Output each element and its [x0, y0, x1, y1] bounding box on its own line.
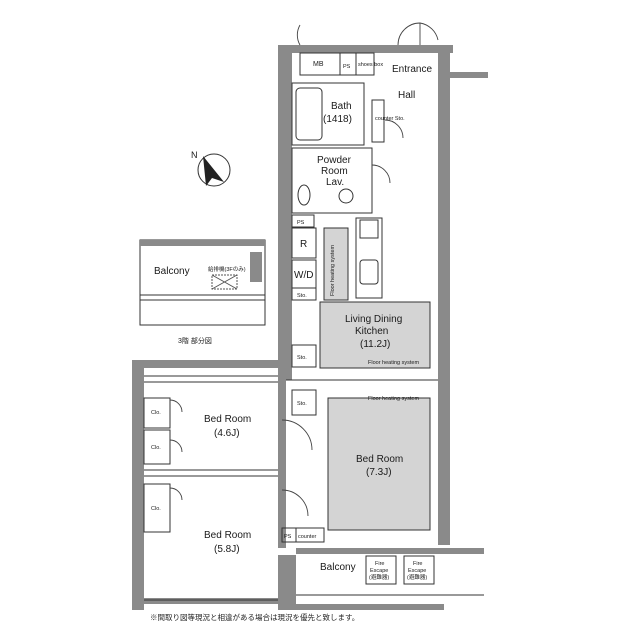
- compass-n: N: [191, 150, 198, 160]
- bed-floor-heating: [327, 397, 431, 531]
- fridge-label: R: [300, 239, 307, 250]
- bed-58-label-2: (5.8J): [214, 544, 240, 555]
- hall-label: Hall: [398, 90, 415, 101]
- powder-room-label-1: Powder: [317, 155, 352, 166]
- ps-bottom-label: PS: [284, 534, 292, 540]
- bed-46-label-2: (4.6J): [214, 428, 240, 439]
- balcony-main-label: Balcony: [320, 562, 356, 573]
- clo-label-2: Clo.: [151, 445, 161, 451]
- floor-heating-ldk-label: Floor heating system: [368, 360, 419, 366]
- room-lines: [143, 52, 484, 601]
- ldk-label-3: (11.2J): [360, 339, 390, 350]
- hall-floor-heating: [323, 227, 349, 301]
- inset-caption: 3階 部分図: [178, 336, 212, 345]
- walls: [132, 45, 488, 610]
- fire-escape-2-label-b: Escape: [408, 568, 426, 574]
- floor-heating-bed-label: Floor heating system: [368, 396, 419, 402]
- sto-left-label-1: Sto.: [297, 355, 307, 361]
- fire-escape-1-label-c: (避難器): [369, 573, 389, 581]
- clo-label-3: Clo.: [151, 506, 161, 512]
- bath-size-label: (1418): [323, 114, 352, 125]
- inset-3f-partial: [139, 239, 266, 326]
- bed-58-label-1: Bed Room: [204, 530, 251, 541]
- counter-sto-label: counter Sto.: [375, 116, 405, 122]
- entrance-label: Entrance: [392, 64, 432, 75]
- bed-main-label-1: Bed Room: [356, 454, 403, 465]
- inset-note-label: 給排機(3Fのみ): [208, 265, 246, 273]
- fire-escape-2-label-c: (避難器): [407, 573, 427, 581]
- counter-bottom-label: counter: [298, 534, 317, 540]
- powder-room-label-3: Lav.: [326, 177, 344, 188]
- ps-mid-label: PS: [297, 220, 305, 226]
- footer-note: ※間取り図等現況と相違がある場合は現況を優先と致します。: [150, 613, 360, 622]
- mb-label: MB: [313, 61, 324, 68]
- fire-escape-1-label-b: Escape: [370, 568, 388, 574]
- inset-balcony-label: Balcony: [154, 266, 190, 277]
- bed-46-label-1: Bed Room: [204, 414, 251, 425]
- bed-main-label-2: (7.3J): [366, 467, 392, 478]
- floor-heating-vertical-label: Floor heating system: [330, 245, 336, 296]
- bath-label: Bath: [331, 101, 352, 112]
- ldk-label-1: Living Dining: [345, 314, 402, 325]
- ldk-label-2: Kitchen: [355, 326, 388, 337]
- shoe-box-label: shoes box: [358, 62, 383, 68]
- sto-left-label-2: Sto.: [297, 401, 307, 407]
- powder-room-label-2: Room: [321, 166, 348, 177]
- fire-escape-1-label-a: Fire: [375, 561, 384, 567]
- fire-escape-2-label-a: Fire: [413, 561, 422, 567]
- clo-label-1: Clo.: [151, 410, 161, 416]
- ldk-floor-heating: [319, 301, 431, 369]
- doors: [169, 22, 439, 517]
- north-compass-icon: N: [191, 150, 231, 187]
- sto-wd-label: Sto.: [297, 293, 307, 299]
- washer-dryer-label: W/D: [294, 270, 313, 281]
- ps-top-label: PS: [343, 64, 351, 70]
